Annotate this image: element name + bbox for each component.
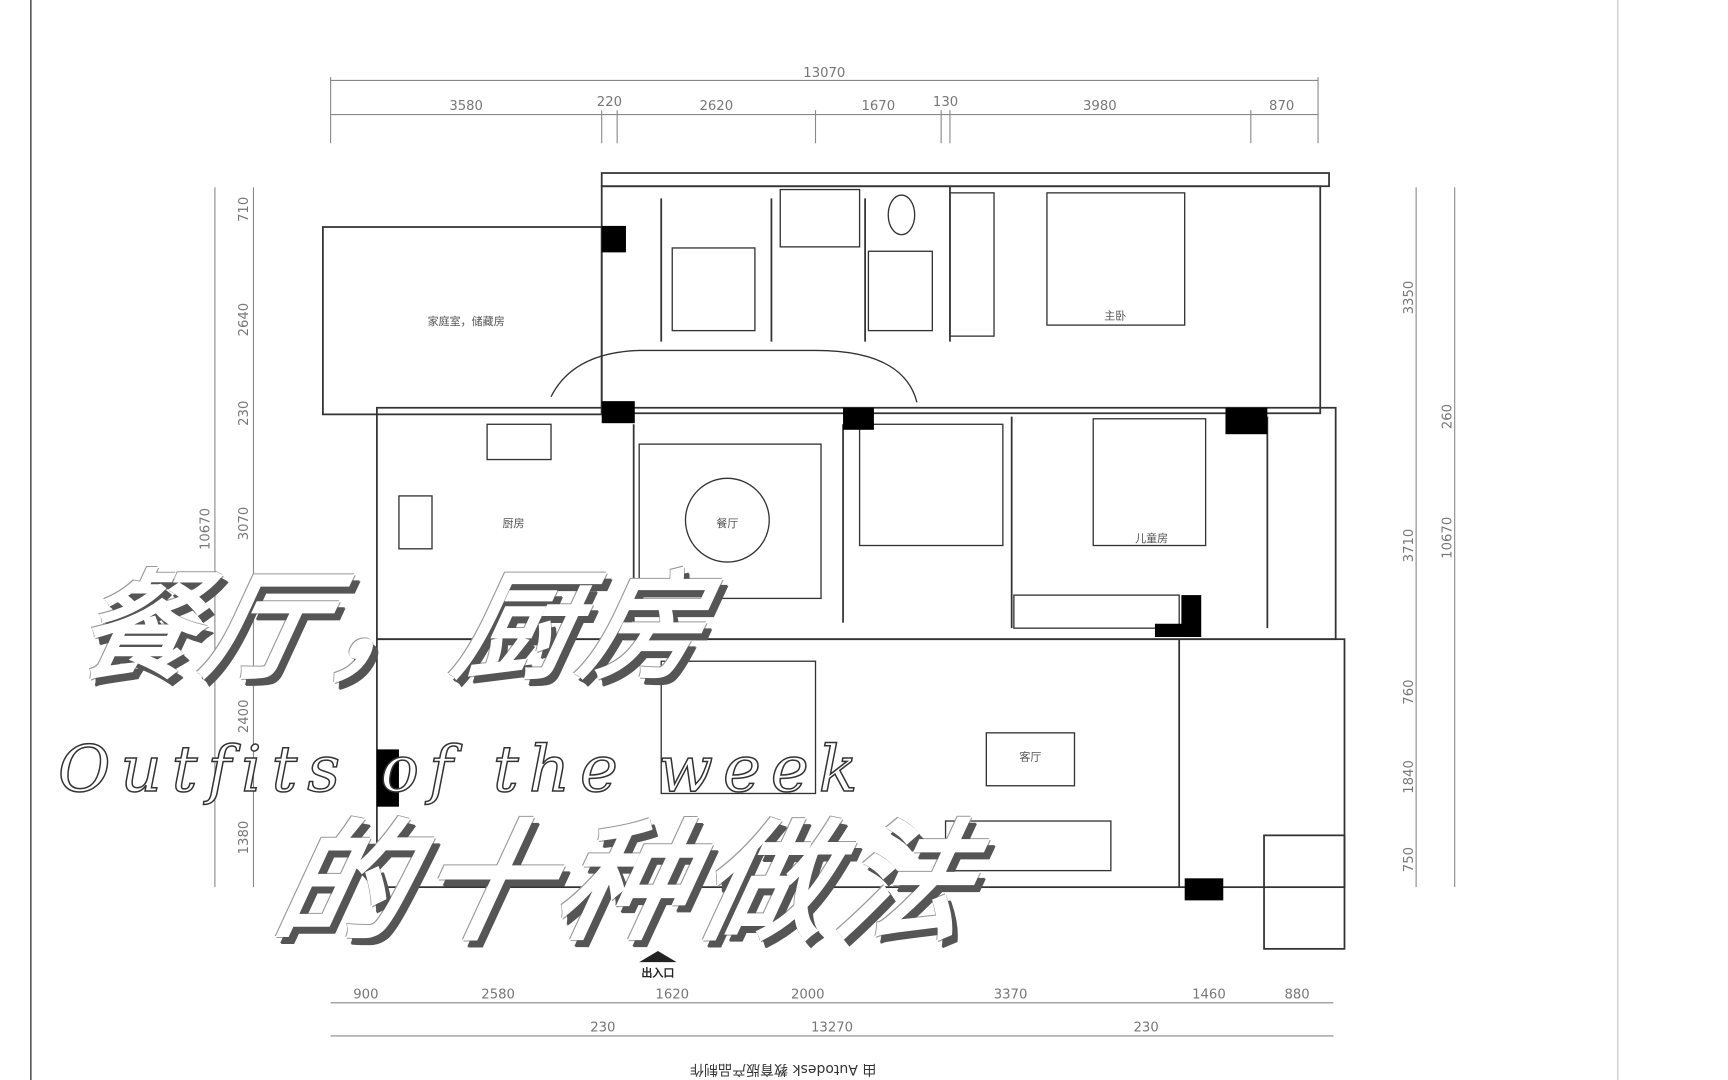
dim-label: 260 [1440, 404, 1455, 429]
dim-label: 900 [353, 987, 378, 1002]
dim-label: 1840 [1402, 760, 1417, 794]
dim-label: 760 [1402, 679, 1417, 704]
autodesk-footer: 由 Autodesk 教育版产品制作 [690, 1061, 877, 1077]
dim-label: 13070 [803, 66, 845, 81]
dim-label: 3070 [237, 507, 252, 541]
wardrobe [949, 192, 995, 337]
overlay-title-line2: 的十种做法 [263, 806, 997, 959]
dim-label: 3980 [1083, 99, 1117, 114]
sofa [944, 820, 1112, 872]
door-arc [550, 349, 918, 403]
dim-label: 13270 [811, 1021, 853, 1036]
dim-label: 130 [933, 95, 958, 110]
toilet [887, 194, 916, 236]
dim-label: 2000 [791, 987, 825, 1002]
kids-bed [1092, 418, 1207, 547]
dim-label: 1620 [655, 987, 689, 1002]
dim-label: 2640 [237, 303, 252, 337]
dim-label: 230 [1134, 1021, 1159, 1036]
dim-label: 750 [1402, 847, 1417, 872]
dining-table [684, 477, 770, 563]
room-label-kitchen: 厨房 [503, 517, 525, 530]
shower-tray [779, 188, 861, 248]
room-label-dining: 餐厅 [716, 516, 738, 530]
staircase [858, 423, 1004, 547]
dim-label: 710 [237, 197, 252, 222]
dim-label: 10670 [198, 508, 213, 550]
sink [398, 495, 433, 550]
dimension-lines [214, 77, 1456, 1037]
overlay-subtitle: Outfits of the week [57, 733, 868, 807]
columns [376, 225, 1268, 901]
room-label-living: 客厅 [1019, 749, 1041, 763]
dim-label: 10670 [1440, 517, 1455, 559]
shower [867, 250, 933, 332]
dim-label: 1670 [861, 99, 895, 114]
dim-label: 2620 [699, 99, 733, 114]
dim-label: 1460 [1192, 987, 1226, 1002]
foyer-tiles [660, 660, 817, 795]
dim-label: 3580 [449, 99, 483, 114]
dim-label: 230 [590, 1021, 615, 1036]
dim-label: 2400 [237, 699, 252, 733]
dim-label: 3370 [994, 987, 1028, 1002]
dim-label: 2580 [481, 987, 515, 1002]
dim-label: 1380 [237, 821, 252, 855]
master-bed [1046, 192, 1186, 326]
room-label-kids: 儿童房 [1135, 531, 1168, 545]
dining-rug [638, 443, 822, 600]
dim-label: 220 [597, 95, 622, 110]
entry-arrow-icon [639, 951, 677, 963]
dim-label: 870 [1269, 99, 1294, 114]
room-label-master: 主卧 [1104, 310, 1126, 323]
dim-label: 3710 [1402, 529, 1417, 563]
wardrobe [1013, 594, 1180, 629]
stove [486, 423, 552, 461]
dim-label: 880 [1284, 987, 1309, 1002]
dim-label: 3350 [1402, 281, 1417, 315]
room-label-entry: 出入口 [641, 965, 674, 979]
coffee-table [985, 732, 1076, 787]
overlay-title-line1: 餐厅，厨房 [65, 557, 725, 696]
shower [671, 247, 756, 332]
dim-label: 230 [237, 401, 252, 426]
room-label-family: 家庭室，储藏房 [428, 314, 505, 328]
